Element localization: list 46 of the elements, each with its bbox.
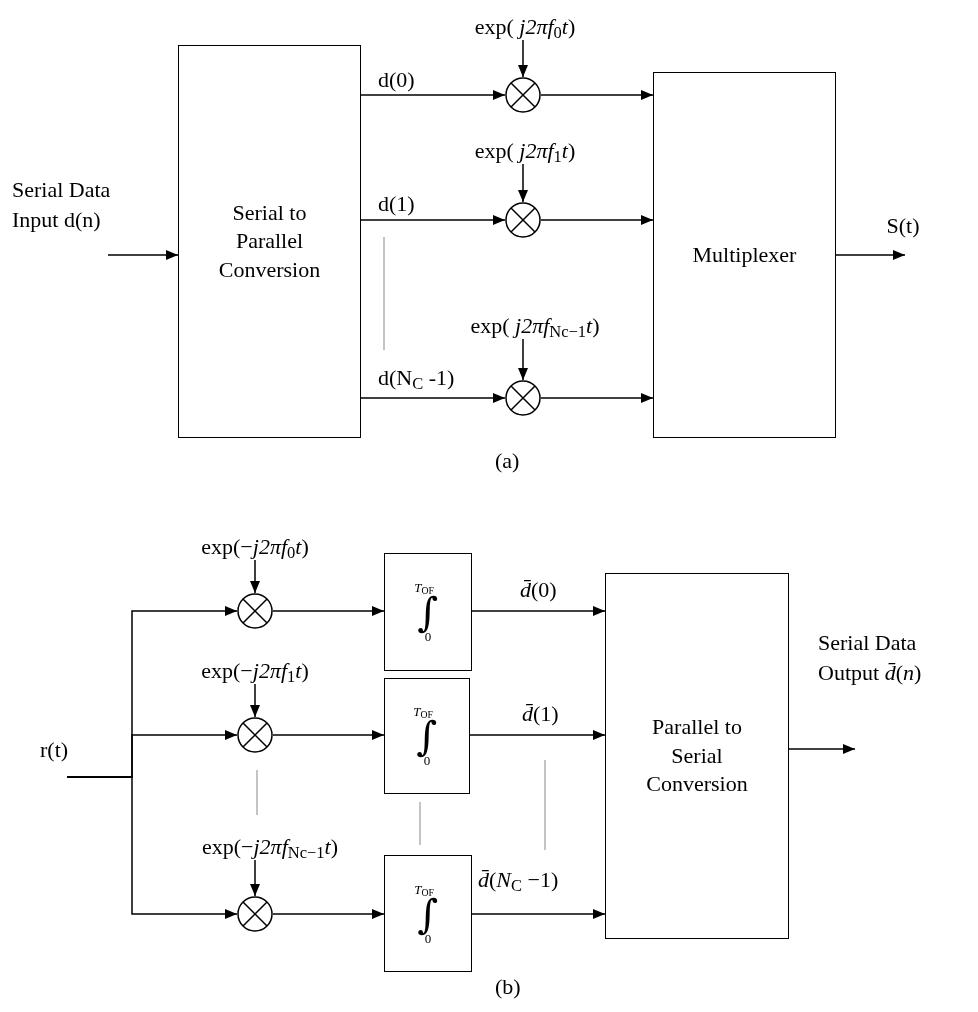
arrow <box>540 90 654 100</box>
block-box <box>653 72 836 438</box>
arrow <box>107 250 179 260</box>
text-label: Serial Data Input d(n) <box>12 176 112 234</box>
arrow <box>469 730 606 740</box>
upper-limit: T$_{OF}$ <box>413 705 433 718</box>
carrier-label: exp( j2πf$_{1}$t) <box>440 130 610 164</box>
arrow <box>66 776 238 919</box>
upper-limit: T$_{OF}$ <box>414 882 434 896</box>
carrier-label: exp(−j2πf$_{Nc−1}$t) <box>160 826 380 860</box>
text-label: (b) <box>495 973 522 1001</box>
integrator-box <box>384 678 470 794</box>
text-label: r(t) <box>40 736 70 764</box>
arrow <box>360 90 506 100</box>
arrow <box>360 215 506 225</box>
carrier-label: exp(−j2πf$_{1}$t) <box>165 650 345 684</box>
arrow <box>518 163 528 203</box>
arrow <box>272 909 385 919</box>
text-label: (a) <box>495 447 521 475</box>
arrow <box>835 250 906 260</box>
carrier-label: S(t) <box>878 212 928 255</box>
carrier-label: exp(−j2πf$_{0}$t) <box>165 526 345 560</box>
carrier-label: exp( j2πf$_{0}$t) <box>440 6 610 40</box>
arrow <box>250 559 260 594</box>
arrow <box>540 393 654 403</box>
arrow <box>518 39 528 78</box>
arrow <box>788 744 856 754</box>
block-label: Multiplexer <box>692 240 797 269</box>
arrow <box>360 393 506 403</box>
text-label: Serial Data Output d̄(n) <box>818 629 923 687</box>
block-label: Parallel to Serial Conversion <box>646 713 748 799</box>
arrow <box>272 730 385 740</box>
arrow <box>250 859 260 897</box>
block-label: Serial to Parallel Conversion <box>218 198 321 284</box>
carrier-label: exp( j2πf$_{Nc−1}$t) <box>430 305 640 339</box>
upper-limit: T$_{OF}$ <box>414 581 434 594</box>
arrow <box>540 215 654 225</box>
arrow <box>272 606 385 616</box>
integrator-box <box>384 553 472 671</box>
integrator-box <box>384 855 472 972</box>
arrow <box>518 338 528 381</box>
arrow <box>471 606 606 616</box>
arrow <box>250 683 260 718</box>
arrow <box>471 909 606 919</box>
block-box <box>605 573 789 939</box>
block-box <box>178 45 361 438</box>
